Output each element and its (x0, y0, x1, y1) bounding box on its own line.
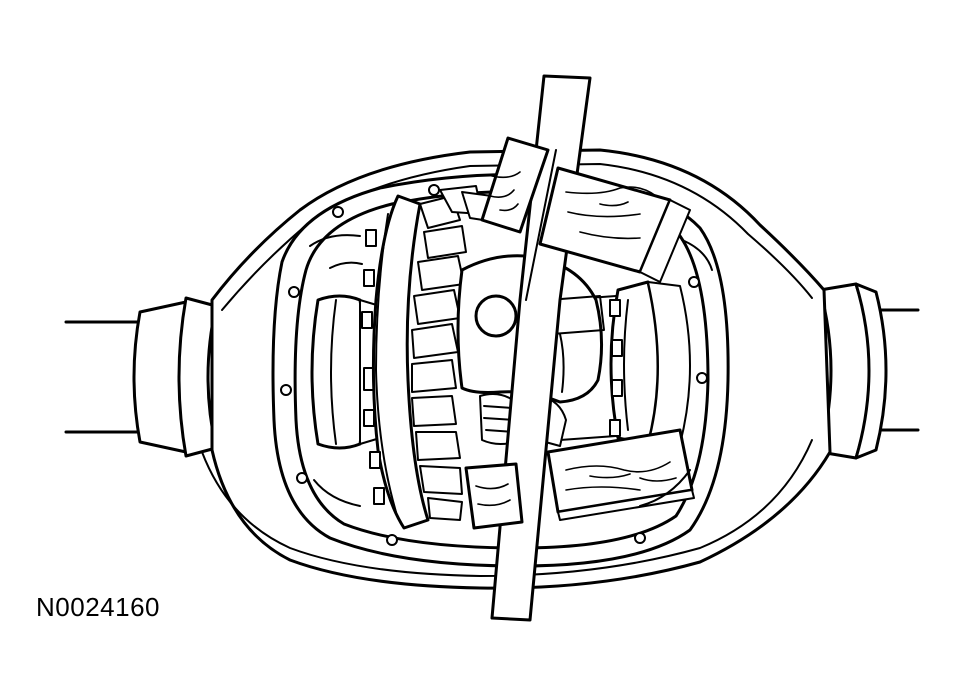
housing-interior (309, 234, 713, 507)
upper-wood-block (480, 136, 691, 283)
flange-bolt-holes (280, 184, 708, 562)
figure-id-label: N0024160 (36, 592, 160, 622)
pinion-shaft-bore (474, 294, 518, 338)
ring-gear-teeth (411, 185, 497, 521)
ring-gear (361, 185, 623, 530)
side-bearing-rollers (361, 229, 623, 505)
right-axle-tube (818, 282, 920, 460)
lower-wood-block (464, 428, 695, 530)
left-axle-tube (64, 296, 218, 458)
